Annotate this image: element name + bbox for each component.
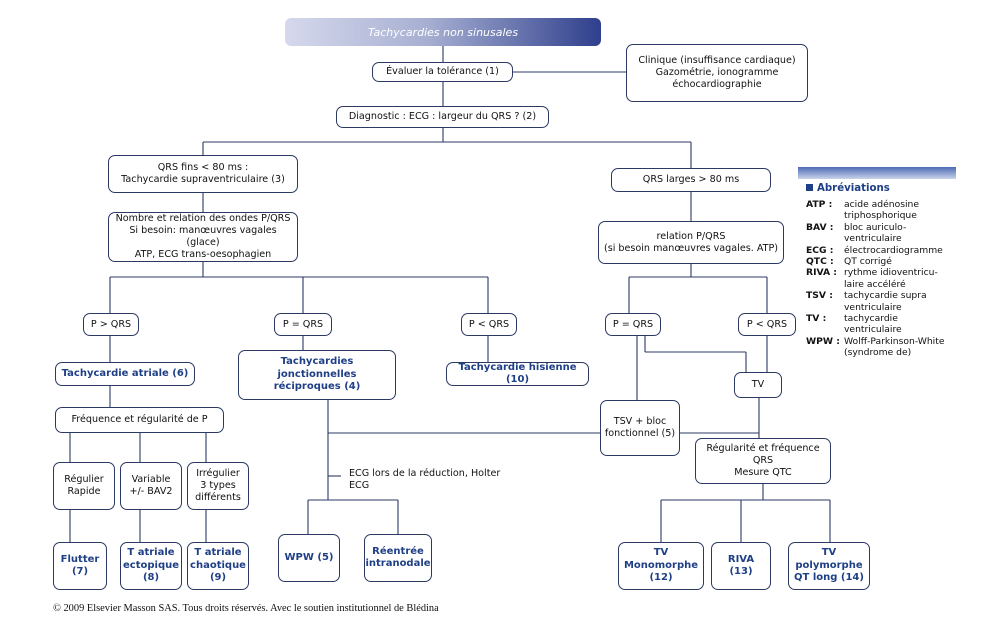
flutter-box: Flutter (7) [53,542,107,590]
abbr-value: bloc auriculo-ventriculaire [844,221,907,245]
abbr-value: tachycardie ventriculaire [844,313,902,336]
diagnostic-box: Diagnostic : ECG : largeur du QRS ? (2) [336,106,549,128]
ecg-holter-note: ECG lors de la réduction, Holter ECG [349,468,501,491]
p-qrs-relation-box: Nombre et relation des ondes P/QRS Si be… [108,212,298,262]
nodal-reentry-box: Réentrée intranodale [364,534,432,582]
atrial-tachycardia-box: Tachycardie atriale (6) [55,362,195,386]
abbr-key: ECG : [806,244,834,256]
abbr-value: électrocardiogramme [844,244,943,256]
junctional-tachycardia-box: Tachycardies jonctionnelles réciproques … [238,350,396,400]
polymorphic-vt-box: TV polymorphe QT long (14) [788,542,870,590]
abbr-row-riva: RIVA : rythme idioventricu-laire accéléré [806,267,956,290]
monomorphic-vt-box: TV Monomorphe (12) [618,542,704,590]
abbreviations-panel: Abréviations ATP : acide adénosine tripho… [798,167,956,399]
page-title: Tachycardies non sinusales [285,18,601,46]
narrow-qrs-box: QRS fins < 80 ms : Tachycardie supravent… [108,155,298,193]
abbr-row-wpw: WPW : Wolff-Parkinson-White (syndrome de) [806,336,956,359]
abbr-key: BAV : [806,221,834,233]
abbr-key: RIVA : [806,267,837,279]
abbreviations-header-bar [798,167,956,179]
qrs-regularity-box: Régularité et fréquence QRS Mesure QTC [695,438,831,484]
hisian-tachycardia-box: Tachycardie hisienne (10) [446,362,589,386]
riva-box: RIVA (13) [711,542,771,590]
abbr-row-qtc: QTC : QT corrigé [806,256,956,267]
p-qrs-relation-wide-box: relation P/QRS (si besoin manœuvres vaga… [598,221,784,264]
abbr-value: Wolff-Parkinson-White (syndrome de) [844,335,945,359]
abbr-row-atp: ATP : acide adénosine triphosphorique [806,199,956,222]
irregular-box: Irrégulier 3 types différents [187,462,249,510]
p-less-qrs-right-box: P < QRS [738,313,796,336]
variable-box: Variable +/- BAV2 [120,462,182,510]
abbr-key: ATP : [806,199,833,210]
abbreviations-table: ATP : acide adénosine triphosphorique BAV… [806,199,956,359]
abbr-value: tachycardie supra ventriculaire [844,290,927,313]
abbr-value: rythme idioventricu-laire accéléré [844,267,938,290]
regular-fast-box: Régulier Rapide [53,462,115,510]
abbr-value: QT corrigé [844,256,892,268]
evaluate-tolerance-box: Évaluer la tolérance (1) [372,62,513,82]
p-equal-qrs-right-box: P = QRS [605,313,661,336]
abbr-row-tsv: TSV : tachycardie supra ventriculaire [806,290,956,313]
abbr-key: QTC : [806,256,834,268]
clinical-workup-box: Clinique (insuffisance cardiaque) Gazomé… [626,44,808,102]
square-bullet-icon [806,184,813,191]
abbreviations-title: Abréviations [806,183,890,196]
abbr-key: WPW : [806,335,840,347]
wpw-box: WPW (5) [278,534,340,582]
p-frequency-regularity-box: Fréquence et régularité de P [55,407,224,433]
p-less-qrs-left-box: P < QRS [461,313,517,336]
chaotic-atrial-box: T atriale chaotique (9) [187,542,249,590]
abbr-value: acide adénosine triphosphorique [844,199,920,222]
copyright-notice: © 2009 Elsevier Masson SAS. Tous droits … [53,603,439,614]
p-equal-qrs-left-box: P = QRS [274,313,332,336]
p-greater-qrs-box: P > QRS [83,313,139,336]
abbr-row-ecg: ECG : électrocardiogramme [806,245,956,256]
tsv-block-box: TSV + bloc fonctionnel (5) [600,400,680,456]
abbr-key: TSV : [806,290,833,302]
abbr-row-tv: TV : tachycardie ventriculaire [806,313,956,336]
ectopic-atrial-box: T atriale ectopique (8) [120,542,182,590]
abbr-key: TV : [806,313,827,325]
wide-qrs-box: QRS larges > 80 ms [611,168,771,192]
abbr-row-bav: BAV : bloc auriculo-ventriculaire [806,222,956,245]
tv-box: TV [734,372,782,398]
